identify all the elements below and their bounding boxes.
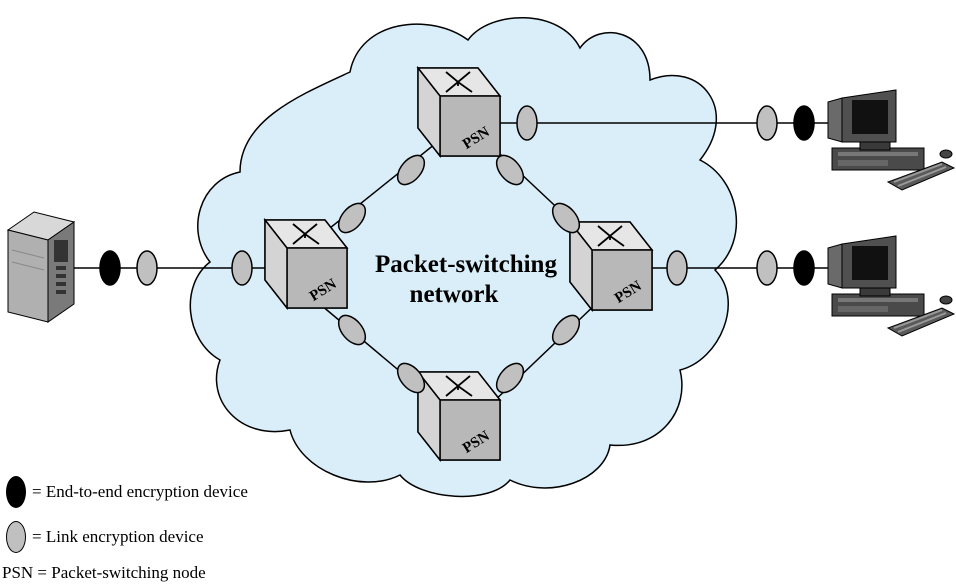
legend-end-to-end: = End-to-end encryption device — [6, 476, 248, 508]
link-encryption-device — [756, 250, 778, 286]
link-encryption-device — [551, 314, 581, 346]
legend-psn: PSN = Packet-switching node — [2, 563, 206, 583]
psn-node-right: PSN — [569, 221, 653, 311]
end-to-end-encryption-device — [793, 105, 815, 141]
link-encryption-device — [666, 250, 688, 286]
link-encryption-device — [495, 362, 525, 394]
link-encryption-device — [396, 154, 426, 186]
end-to-end-encryption-device — [793, 250, 815, 286]
link-encryption-device — [495, 154, 525, 186]
link-encryption-devices — [136, 105, 778, 394]
end-to-end-encryption-device — [99, 250, 121, 286]
network-label-line2: network — [410, 281, 499, 308]
end-to-end-encryption-devices — [99, 105, 815, 286]
link-encryption-device — [337, 202, 367, 234]
link-encryption-device — [136, 250, 158, 286]
psn-node-top: PSN — [417, 67, 501, 157]
link-encryption-device — [756, 105, 778, 141]
workstation-icon-top — [827, 89, 955, 191]
link-encryption-device — [551, 202, 581, 234]
network-label-line1: Packet-switching — [375, 251, 557, 278]
link-encryption-device — [231, 250, 253, 286]
network-cloud — [189, 16, 738, 498]
workstation-icon-bottom — [827, 235, 955, 337]
end-to-end-device-icon — [6, 476, 26, 508]
legend-end-to-end-text: = End-to-end encryption device — [32, 482, 248, 501]
legend-link: = Link encryption device — [6, 521, 204, 553]
psn-node-left: PSN — [264, 219, 348, 309]
link-encryption-device — [396, 362, 426, 394]
legend-link-text: = Link encryption device — [32, 527, 204, 546]
server-icon — [6, 211, 76, 323]
link-encryption-device — [337, 314, 367, 346]
legend-psn-text: PSN = Packet-switching node — [2, 563, 206, 582]
link-encryption-device — [516, 105, 538, 141]
link-device-icon — [6, 521, 26, 553]
psn-node-bottom: PSN — [417, 371, 501, 461]
